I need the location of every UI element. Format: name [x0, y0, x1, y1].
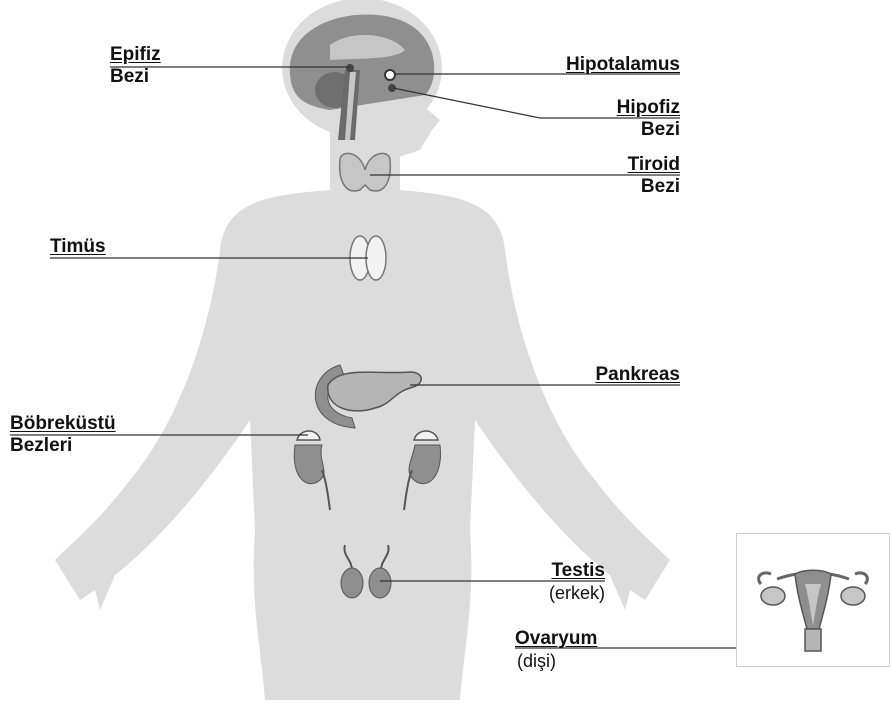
label-bobrekustu-line2: Bezleri	[10, 435, 116, 457]
label-hipofiz-line1: Hipofiz	[560, 97, 680, 119]
label-hipofiz: Hipofiz Bezi	[560, 97, 680, 141]
label-ovaryum-line2: (dişi)	[515, 650, 597, 672]
label-testis: Testis (erkek)	[500, 560, 605, 604]
label-tiroid: Tiroid Bezi	[560, 154, 680, 198]
label-pankreas: Pankreas	[540, 364, 680, 386]
label-hipotalamus-line1: Hipotalamus	[520, 54, 680, 76]
uterus-ovaries-illustration	[737, 534, 889, 666]
label-bobrekustu: Böbreküstü Bezleri	[10, 413, 116, 457]
label-epifiz: Epifiz Bezi	[110, 44, 161, 88]
label-ovaryum: Ovaryum (dişi)	[515, 628, 597, 672]
label-tiroid-line2: Bezi	[560, 176, 680, 198]
label-ovaryum-line1: Ovaryum	[515, 628, 597, 650]
label-timus-line1: Timüs	[50, 236, 106, 258]
label-pankreas-line1: Pankreas	[540, 364, 680, 386]
label-testis-line1: Testis	[500, 560, 605, 582]
label-tiroid-line1: Tiroid	[560, 154, 680, 176]
label-hipofiz-line2: Bezi	[560, 119, 680, 141]
label-hipotalamus: Hipotalamus	[520, 54, 680, 76]
label-timus: Timüs	[50, 236, 106, 258]
label-testis-line2: (erkek)	[500, 582, 605, 604]
label-epifiz-line2: Bezi	[110, 66, 161, 88]
label-epifiz-line1: Epifiz	[110, 44, 161, 66]
ovary-inset-box	[736, 533, 890, 667]
label-bobrekustu-line1: Böbreküstü	[10, 413, 116, 435]
